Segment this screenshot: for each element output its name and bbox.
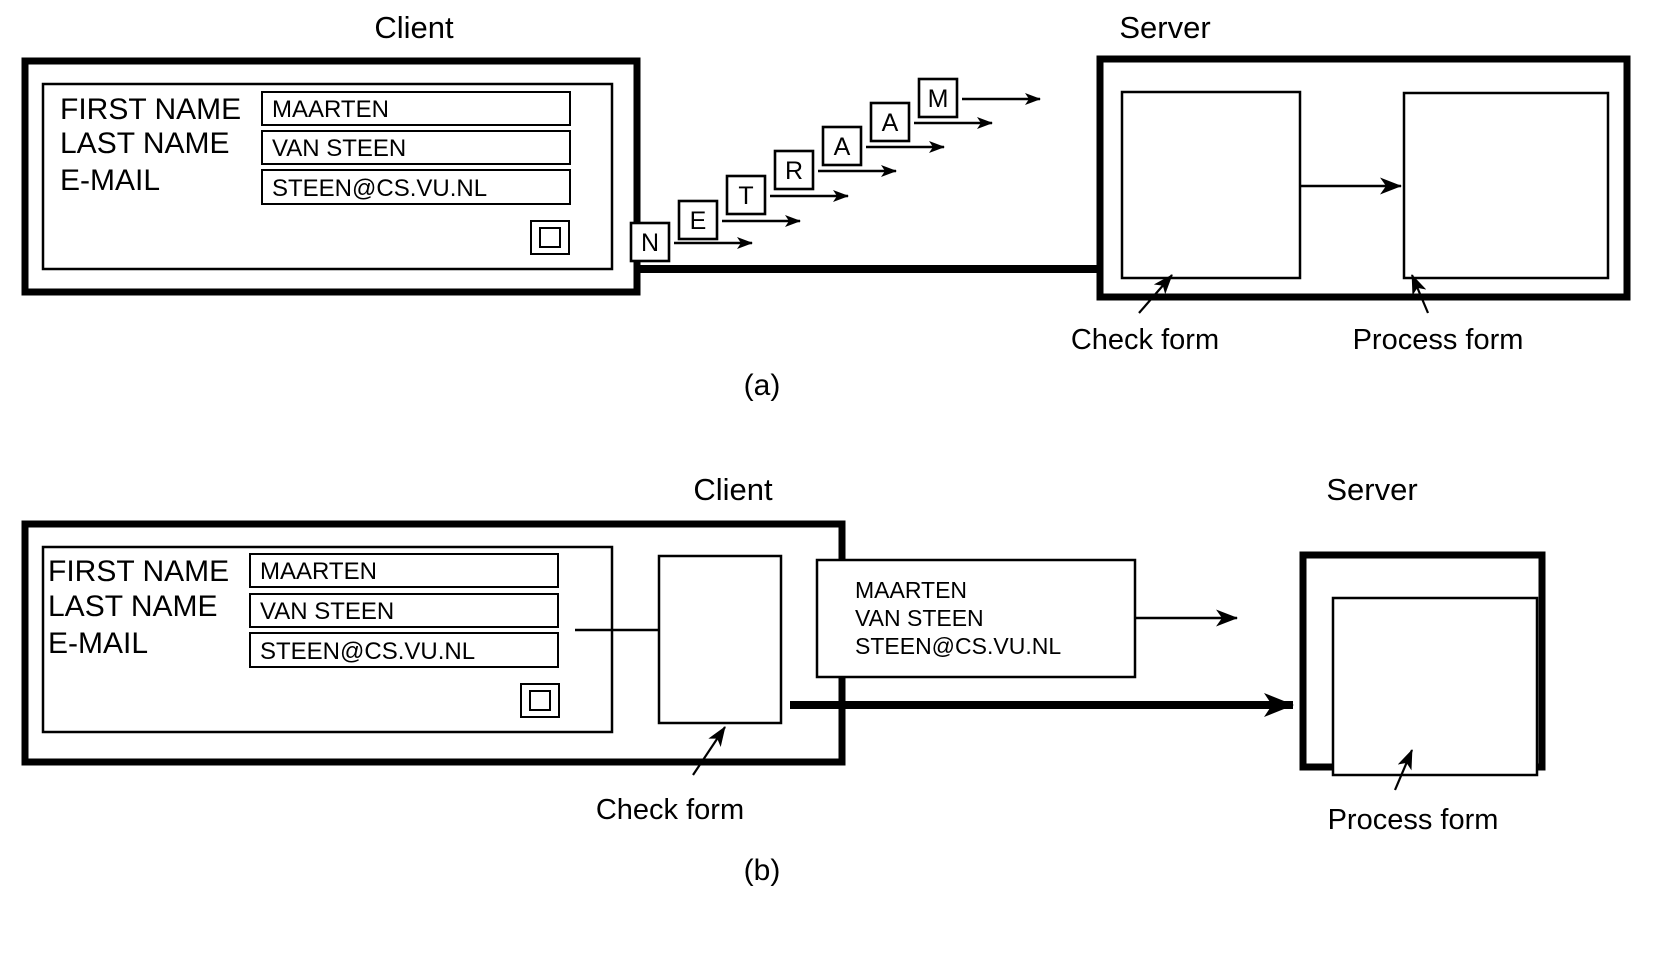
panel-a-field-value-0: MAARTEN [272, 96, 389, 123]
panel-a-check-form-annotation: Check form [1071, 324, 1219, 356]
panel-b-process-form-annotation: Process form [1328, 804, 1499, 836]
panel-a-field-value-2: STEEN@CS.VU.NL [272, 175, 487, 202]
panel-a-keycap-label-0: N [641, 229, 659, 257]
submit-button-icon [529, 690, 551, 711]
panel-a-keycap-0 [629, 221, 671, 263]
panel-a-keycap-3 [773, 149, 815, 191]
panel-a-field-input-2[interactable] [261, 169, 571, 205]
panel-a-check-form-box [1120, 90, 1302, 280]
panel-a-keycap-label-2: T [738, 182, 753, 210]
panel-a-field-label-2: E-MAIL [60, 164, 160, 197]
panel-a-keycap-5 [869, 101, 911, 143]
panel-a-keycap-4 [821, 125, 863, 167]
panel-b-field-input-1[interactable] [249, 593, 559, 628]
panel-a-keycap-6 [917, 77, 959, 119]
panel-a-keycap-label-4: A [834, 133, 851, 161]
panel-a-process-form-box [1402, 91, 1610, 280]
panel-b-field-input-0[interactable] [249, 553, 559, 588]
panel-a-process-form-annotation: Process form [1353, 324, 1524, 356]
panel-a-caption: (a) [744, 369, 781, 402]
panel-a-keycap-label-1: E [690, 207, 707, 235]
panel-a-client-label: Client [374, 10, 454, 45]
panel-b-field-input-2[interactable] [249, 632, 559, 668]
panel-a-field-input-0[interactable] [261, 91, 571, 126]
panel-a-server-label: Server [1119, 10, 1210, 45]
panel-b-caption: (b) [744, 854, 781, 887]
panel-a-keycap-label-5: A [882, 109, 899, 137]
panel-b-payload-line-1: VAN STEEN [855, 605, 984, 631]
panel-a-field-input-1[interactable] [261, 130, 571, 165]
panel-b-client-label: Client [693, 472, 773, 507]
panel-a-field-value-1: VAN STEEN [272, 135, 406, 162]
panel-a-process-form-pointer [1410, 274, 1430, 314]
panel-b-field-value-1: VAN STEEN [260, 598, 394, 625]
panel-a-keycap-1 [677, 199, 719, 241]
panel-a-keycap-2 [725, 174, 767, 216]
panel-b-payload-line-0: MAARTEN [855, 577, 967, 603]
panel-b-field-value-0: MAARTEN [260, 558, 377, 585]
panel-b-payload-line-2: STEEN@CS.VU.NL [855, 633, 1061, 659]
submit-button-icon [539, 227, 561, 248]
panel-b-check-form-annotation: Check form [596, 794, 744, 826]
panel-b-check-form-pointer [692, 726, 726, 776]
panel-b-server-label: Server [1326, 472, 1417, 507]
panel-a-field-label-1: LAST NAME [60, 127, 230, 160]
panel-b-process-form-pointer [1393, 749, 1414, 791]
panel-b-process-form-box [1331, 596, 1539, 777]
panel-b-field-label-0: FIRST NAME [48, 555, 229, 588]
panel-b-field-value-2: STEEN@CS.VU.NL [260, 638, 475, 665]
panel-a-field-label-0: FIRST NAME [60, 93, 241, 126]
panel-b-field-label-1: LAST NAME [48, 590, 218, 623]
panel-a-check-form-pointer [1138, 274, 1173, 314]
panel-b-field-label-2: E-MAIL [48, 627, 148, 660]
panel-a-keycap-label-6: M [928, 85, 949, 113]
panel-b-check-form-box [657, 554, 783, 725]
panel-a-keycap-label-3: R [785, 157, 803, 185]
